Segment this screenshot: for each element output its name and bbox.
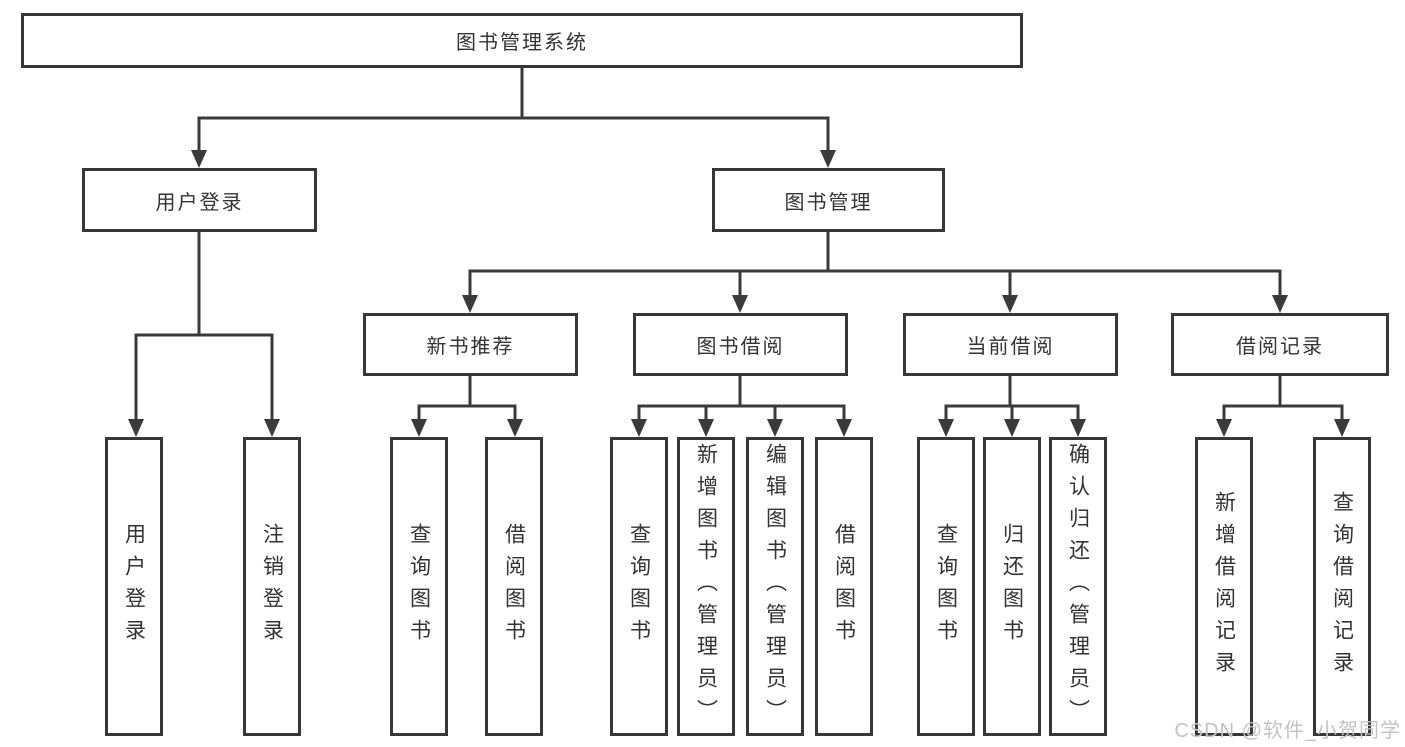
- leaf-borrow-books-recommend: 借阅图书: [485, 437, 543, 736]
- node-root: 图书管理系统: [21, 13, 1023, 68]
- leaf-user-login-label: 用户登录: [122, 522, 146, 651]
- leaf-query-books-borrow: 查询图书: [610, 437, 668, 736]
- node-book-borrow-label: 图书借阅: [696, 336, 785, 358]
- node-new-book-recommend: 新书推荐: [363, 313, 578, 376]
- watermark: CSDN @软件_小贺同学: [1174, 720, 1401, 742]
- leaf-query-borrow-record: 查询借阅记录: [1313, 437, 1371, 736]
- leaf-query-books-borrow-label: 查询图书: [627, 522, 651, 651]
- leaf-edit-book-admin: 编辑图书（管理员）: [746, 437, 804, 736]
- leaf-user-login: 用户登录: [105, 437, 163, 736]
- leaf-query-books-current: 查询图书: [917, 437, 975, 736]
- leaf-edit-book-admin-label: 编辑图书（管理员）: [763, 442, 787, 731]
- node-root-label: 图书管理系统: [456, 32, 588, 54]
- leaf-add-borrow-record: 新增借阅记录: [1195, 437, 1253, 736]
- node-new-book-recommend-label: 新书推荐: [426, 336, 515, 358]
- node-book-management-label: 图书管理: [784, 191, 873, 214]
- leaf-logout: 注销登录: [243, 437, 301, 736]
- node-user-login-label: 用户登录: [155, 191, 244, 214]
- node-book-borrow: 图书借阅: [633, 313, 848, 376]
- leaf-confirm-return-admin-label: 确认归还（管理员）: [1066, 442, 1090, 731]
- node-current-borrow-label: 当前借阅: [966, 336, 1055, 358]
- leaf-query-books-recommend: 查询图书: [390, 437, 448, 736]
- leaf-logout-label: 注销登录: [260, 522, 284, 651]
- leaf-query-books-recommend-label: 查询图书: [407, 522, 431, 651]
- node-current-borrow: 当前借阅: [903, 313, 1118, 376]
- node-book-management: 图书管理: [712, 168, 945, 232]
- node-borrow-records: 借阅记录: [1171, 313, 1389, 376]
- leaf-borrow-books: 借阅图书: [815, 437, 873, 736]
- leaf-borrow-books-label: 借阅图书: [832, 522, 856, 651]
- leaf-borrow-books-recommend-label: 借阅图书: [502, 522, 526, 651]
- leaf-add-borrow-record-label: 新增借阅记录: [1212, 490, 1236, 683]
- leaf-return-books: 归还图书: [983, 437, 1041, 736]
- leaf-query-borrow-record-label: 查询借阅记录: [1330, 490, 1354, 683]
- node-user-login: 用户登录: [82, 168, 317, 232]
- node-borrow-records-label: 借阅记录: [1236, 336, 1324, 358]
- leaf-add-book-admin-label: 新增图书（管理员）: [694, 442, 718, 731]
- leaf-confirm-return-admin: 确认归还（管理员）: [1049, 437, 1107, 736]
- leaf-query-books-current-label: 查询图书: [934, 522, 958, 651]
- leaf-add-book-admin: 新增图书（管理员）: [677, 437, 735, 736]
- leaf-return-books-label: 归还图书: [1000, 522, 1024, 651]
